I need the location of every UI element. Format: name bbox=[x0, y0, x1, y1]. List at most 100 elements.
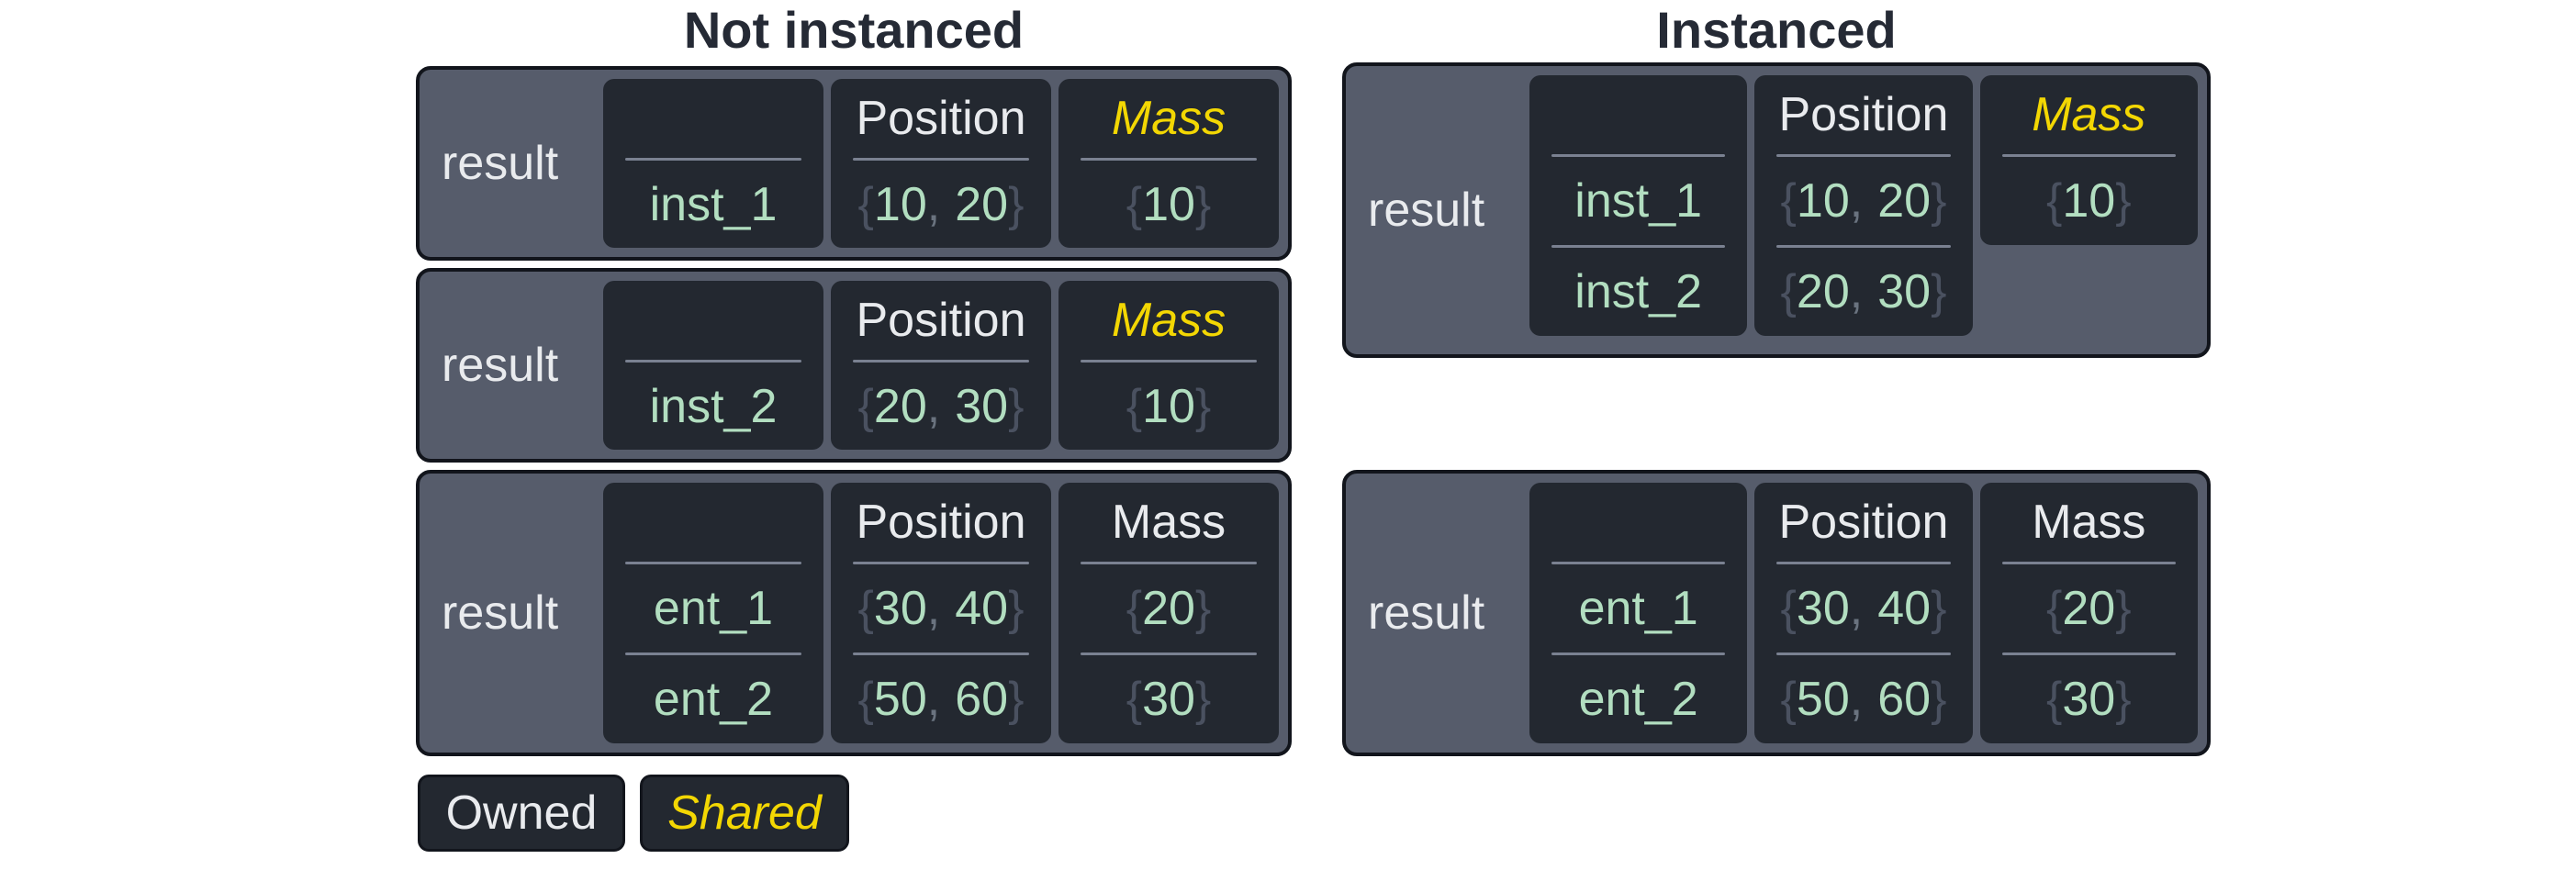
position-column-header: Position bbox=[1778, 88, 1949, 141]
entity-name: inst_1 bbox=[649, 178, 778, 231]
brace-open: { bbox=[857, 380, 874, 433]
brace-open: { bbox=[857, 178, 874, 231]
brace-close: } bbox=[1008, 380, 1025, 433]
position-column: Position {10,20} {20,30} bbox=[1754, 75, 1973, 336]
brace-close: } bbox=[1194, 178, 1212, 231]
brace-close: } bbox=[1931, 174, 1947, 228]
brace-open: { bbox=[1780, 582, 1797, 635]
value-number: 50 bbox=[1796, 673, 1850, 726]
value-number: 20 bbox=[2062, 582, 2116, 635]
value-number: 20 bbox=[873, 380, 927, 433]
value-separator: , bbox=[1849, 673, 1864, 726]
divider bbox=[853, 562, 1029, 564]
divider bbox=[1776, 154, 1951, 157]
position-column-header: Position bbox=[1778, 496, 1949, 549]
value-number: 10 bbox=[1142, 178, 1195, 231]
value-number: 20 bbox=[1877, 174, 1932, 228]
result-table-not-instanced-2: result inst_2 Position {20,30} Mass {10} bbox=[416, 268, 1292, 463]
brace-open: { bbox=[1126, 673, 1143, 726]
entity-column: inst_1 bbox=[603, 79, 823, 248]
value-number: 50 bbox=[873, 673, 927, 726]
value-number: 30 bbox=[2062, 673, 2116, 726]
position-column: Position {20, 30} bbox=[831, 281, 1051, 450]
divider bbox=[625, 562, 801, 564]
title-instanced: Instanced bbox=[1656, 1, 1897, 59]
divider bbox=[2001, 652, 2176, 655]
value-number: 30 bbox=[1142, 673, 1195, 726]
position-value: {50,60} bbox=[831, 655, 1051, 743]
value-number: 10 bbox=[1142, 380, 1195, 433]
brace-close: } bbox=[1931, 673, 1947, 726]
brace-open: { bbox=[1780, 673, 1797, 726]
brace-close: } bbox=[1008, 673, 1025, 726]
brace-open: { bbox=[1126, 178, 1143, 231]
divider bbox=[1776, 562, 1951, 564]
mass-column-header-shared: Mass bbox=[1111, 92, 1226, 145]
divider bbox=[1551, 154, 1726, 157]
entity-column-header bbox=[603, 281, 823, 360]
mass-column: Mass {10} bbox=[1058, 79, 1279, 248]
result-table-not-instanced-3: result ent_1 ent_2 Position {30,40} {50,… bbox=[416, 470, 1292, 756]
position-column: Position {10,20} bbox=[831, 79, 1051, 248]
brace-open: { bbox=[1780, 174, 1797, 228]
entity-name: ent_2 bbox=[1578, 673, 1698, 726]
entity-name: inst_1 bbox=[1574, 174, 1703, 228]
legend-shared-label: Shared bbox=[667, 786, 822, 840]
position-column-header: Position bbox=[856, 294, 1026, 347]
value-separator: , bbox=[926, 178, 941, 231]
entity-column-header bbox=[1529, 75, 1747, 154]
divider bbox=[1776, 245, 1951, 248]
legend-shared: Shared bbox=[640, 775, 849, 852]
position-column-header: Position bbox=[856, 92, 1026, 145]
entity-name: ent_1 bbox=[1578, 582, 1698, 635]
divider bbox=[2001, 562, 2176, 564]
value-number: 10 bbox=[1796, 174, 1850, 228]
value-separator: , bbox=[926, 582, 941, 635]
brace-close: } bbox=[1194, 582, 1212, 635]
value-number: 10 bbox=[873, 178, 927, 231]
divider bbox=[853, 652, 1029, 655]
brace-close: } bbox=[1008, 178, 1025, 231]
brace-close: } bbox=[2115, 582, 2132, 635]
brace-close: } bbox=[1931, 582, 1947, 635]
value-number: 20 bbox=[1142, 582, 1195, 635]
result-label: result bbox=[442, 586, 559, 640]
value-number: 60 bbox=[955, 673, 1009, 726]
brace-open: { bbox=[1126, 380, 1143, 433]
position-value: {20,30} bbox=[1754, 248, 1972, 336]
entity-name: ent_2 bbox=[653, 673, 774, 726]
legend-owned: Owned bbox=[418, 775, 625, 852]
brace-open: { bbox=[857, 673, 874, 726]
result-table-instanced-1: result inst_1 inst_2 Position {10,20} {2… bbox=[1342, 62, 2211, 358]
value-number: 30 bbox=[873, 582, 927, 635]
position-value: {20, 30} bbox=[831, 362, 1051, 450]
position-value: {30,40} bbox=[1754, 564, 1972, 652]
value-number: 30 bbox=[1796, 582, 1850, 635]
result-label: result bbox=[442, 339, 559, 392]
mass-value: {20} bbox=[1058, 564, 1279, 652]
mass-column-header: Mass bbox=[2032, 496, 2146, 549]
position-column: Position {30,40} {50,60} bbox=[1754, 483, 1973, 743]
divider bbox=[2001, 154, 2176, 157]
entity-name: inst_2 bbox=[649, 380, 778, 433]
brace-close: } bbox=[1194, 673, 1212, 726]
brace-open: { bbox=[1780, 265, 1797, 318]
value-number: 30 bbox=[955, 380, 1009, 433]
position-column-header: Position bbox=[856, 496, 1026, 549]
entity-column-header bbox=[603, 79, 823, 158]
result-table-not-instanced-1: result inst_1 Position {10,20} Mass {10} bbox=[416, 66, 1292, 261]
divider bbox=[625, 158, 801, 161]
divider bbox=[625, 360, 801, 362]
entity-column: inst_1 inst_2 bbox=[1529, 75, 1748, 336]
value-number: 40 bbox=[955, 582, 1009, 635]
brace-open: { bbox=[2046, 582, 2063, 635]
divider bbox=[1081, 158, 1257, 161]
entity-column-header bbox=[603, 483, 823, 562]
entity-column: inst_2 bbox=[603, 281, 823, 450]
value-separator: , bbox=[1849, 174, 1864, 228]
value-separator: , bbox=[926, 380, 941, 433]
divider bbox=[1776, 652, 1951, 655]
brace-open: { bbox=[2046, 673, 2063, 726]
divider bbox=[1081, 652, 1257, 655]
